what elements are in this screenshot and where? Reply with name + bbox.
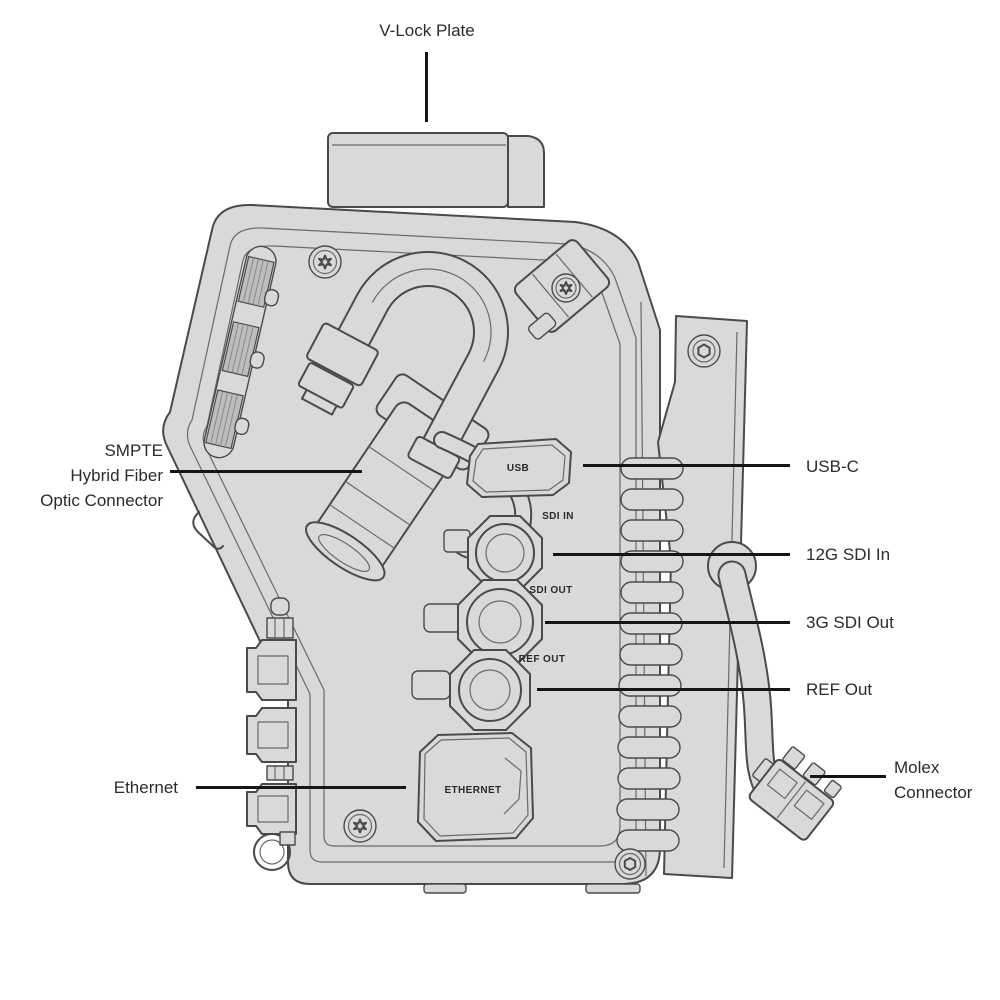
ethernet-port-plate: ETHERNET	[417, 732, 534, 842]
callout-smpte-fiber: SMPTE Hybrid Fiber Optic Connector	[40, 441, 163, 510]
leader-ethernet	[196, 786, 406, 789]
usb-port-plate: USB	[466, 438, 572, 498]
foot	[585, 883, 641, 894]
foot	[423, 883, 467, 894]
bnc-ref-out: REF OUT	[411, 649, 566, 731]
usb-port-label: USB	[507, 463, 529, 474]
callout-ref-out: REF Out	[806, 680, 873, 699]
leader-usb-c	[583, 464, 790, 467]
callout-v-lock-plate: V-Lock Plate	[379, 21, 475, 40]
callout-12g-sdi-in: 12G SDI In	[806, 545, 891, 564]
hex-screw-strip-top	[687, 334, 721, 368]
cable-gland-strip	[203, 245, 280, 459]
wire-clip	[192, 511, 224, 550]
ref-out-port-label: REF OUT	[519, 654, 566, 665]
left-connector-blocks	[246, 597, 297, 871]
sdi-out-port-label: SDI OUT	[529, 585, 572, 596]
d-ring	[253, 831, 296, 871]
torx-screw-clamp	[551, 273, 581, 303]
sdi-in-port-label: SDI IN	[542, 511, 574, 522]
torx-screw-bottom-left	[343, 809, 377, 843]
callout-3g-sdi-out: 3G SDI Out	[806, 613, 894, 632]
hex-screw-bottom-right	[614, 848, 646, 880]
callout-ethernet: Ethernet	[113, 778, 178, 797]
torx-screw-top-left	[308, 245, 342, 279]
molex-connector	[748, 746, 842, 841]
leader-12g-sdi-in	[553, 553, 790, 556]
callout-usb-c: USB-C	[806, 457, 859, 476]
leader-molex	[810, 775, 886, 778]
bnc-sdi-out: SDI OUT	[423, 579, 572, 665]
leader-v-lock	[425, 52, 428, 122]
v-lock-plate	[327, 132, 545, 208]
callout-molex: Molex Connector	[894, 758, 973, 802]
leader-ref-out	[537, 688, 790, 691]
leader-smpte	[170, 470, 362, 473]
ethernet-port-label: ETHERNET	[444, 785, 501, 796]
bnc-sdi-in: SDI IN	[443, 511, 574, 591]
leader-3g-sdi-out	[545, 621, 790, 624]
